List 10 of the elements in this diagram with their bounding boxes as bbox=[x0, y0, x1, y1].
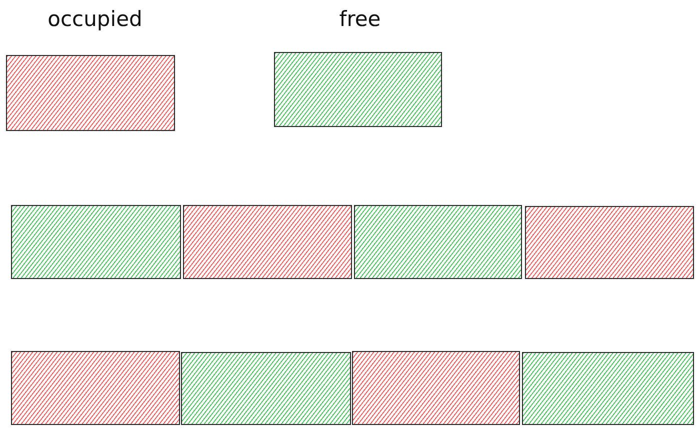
legend-label: occupied bbox=[48, 7, 142, 32]
hatched-block bbox=[11, 205, 181, 279]
hatched-block bbox=[354, 205, 522, 279]
legend-label: free bbox=[339, 7, 381, 32]
hatched-block bbox=[522, 352, 694, 425]
hatched-block bbox=[525, 206, 694, 279]
hatched-block bbox=[11, 351, 180, 425]
hatched-block bbox=[352, 351, 520, 425]
hatched-block bbox=[181, 352, 351, 425]
hatched-block bbox=[183, 205, 352, 279]
